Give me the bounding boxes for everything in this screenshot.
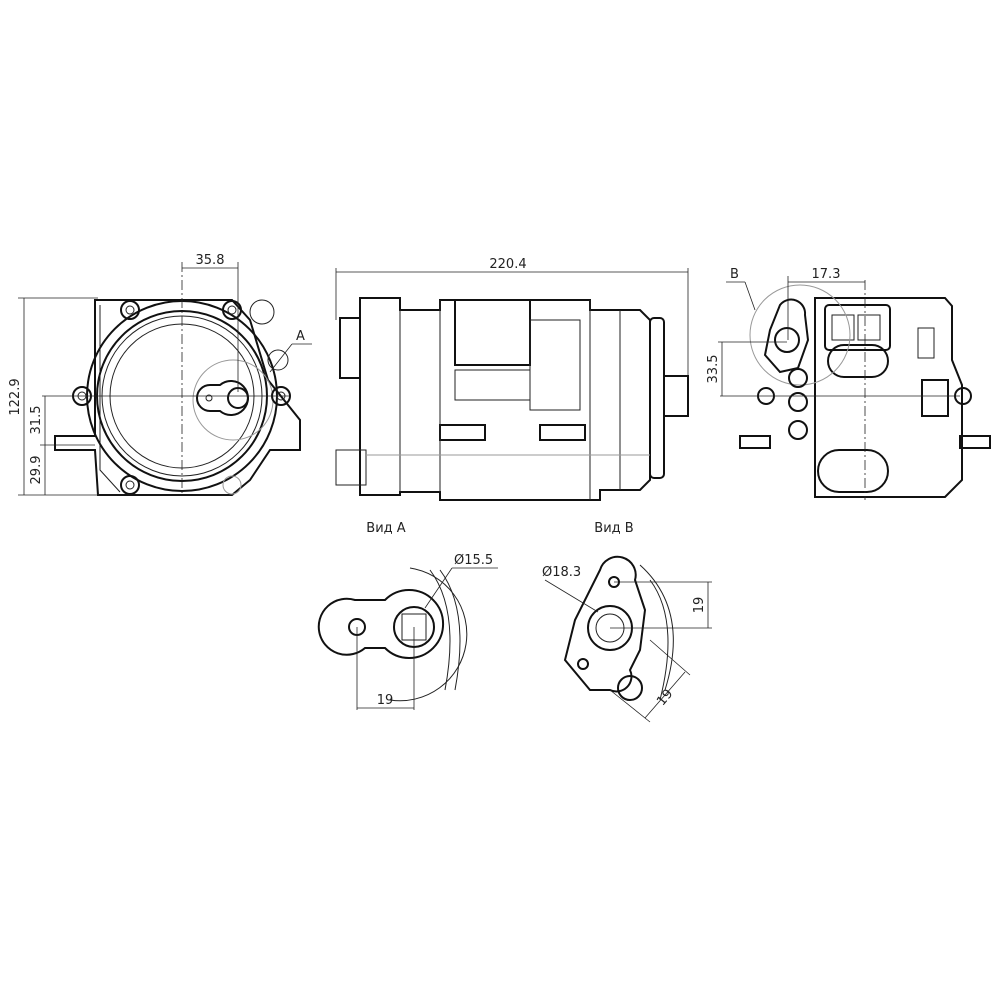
side-left-boss xyxy=(335,449,367,486)
rear-cover-outline xyxy=(814,297,963,498)
front-port xyxy=(196,380,249,416)
dim-line-19-b-diagonal xyxy=(644,671,686,719)
ext-line xyxy=(609,689,651,723)
rear-lower-slot xyxy=(817,449,889,493)
dim-33-5: 33.5 xyxy=(706,355,721,384)
side-foot-right xyxy=(539,424,586,441)
dim-19-b-diagonal: 19 xyxy=(654,687,676,709)
detail-b-bottom-hole xyxy=(577,658,589,670)
dim-35-8: 35.8 xyxy=(196,253,225,268)
side-right-flange xyxy=(649,317,665,479)
rear-connector-pin-left xyxy=(831,314,855,341)
dim-220-4: 220.4 xyxy=(489,257,526,272)
rear-window xyxy=(921,379,949,417)
detail-a-ribs xyxy=(429,569,461,691)
rear-view: 17.3 33.5 B xyxy=(706,267,991,500)
detail-b-ribs xyxy=(639,564,674,701)
front-port-hole xyxy=(205,394,213,402)
view-marker-a: A xyxy=(296,329,305,344)
ext-line xyxy=(649,639,691,676)
dim-19-a: 19 xyxy=(377,693,394,708)
side-mid-section xyxy=(529,319,581,411)
rear-small-connector xyxy=(917,327,935,359)
view-marker-b: B xyxy=(730,267,739,282)
side-body-outline xyxy=(359,297,651,501)
rear-upper-slot xyxy=(827,344,889,378)
front-housing-edge xyxy=(99,305,121,493)
side-view: 220.4 xyxy=(335,257,689,501)
side-motor-block xyxy=(454,299,531,366)
detail-a-boundary xyxy=(389,567,468,702)
detail-a-circle xyxy=(192,359,274,441)
side-foot-left xyxy=(439,424,486,441)
front-view: 35.8 122.9 31.5 29.9 A xyxy=(8,253,312,496)
side-motor-band xyxy=(454,369,531,401)
dim-17-3: 17.3 xyxy=(812,267,841,282)
detail-b-circle xyxy=(749,284,851,386)
side-shaft xyxy=(663,375,689,417)
detail-b-flange xyxy=(563,555,647,693)
front-bolt-holes xyxy=(72,299,291,495)
leader-a xyxy=(269,343,293,373)
detail-b-fitting xyxy=(617,675,643,701)
detail-a-title: Вид А xyxy=(366,521,405,536)
leader-d15-5 xyxy=(424,567,453,609)
dim-19-b-vertical: 19 xyxy=(692,597,707,614)
dim-122-9: 122.9 xyxy=(8,378,23,415)
detail-a-port-outline xyxy=(317,589,444,659)
detail-a: Вид А 19 Ø15.5 xyxy=(317,521,498,710)
rear-feet xyxy=(739,435,991,449)
side-left-cap xyxy=(339,317,361,379)
rear-connector-pin-right xyxy=(857,314,881,341)
dim-d18-3: Ø18.3 xyxy=(542,565,581,580)
rear-port-flange xyxy=(763,298,810,374)
dim-31-5: 31.5 xyxy=(29,406,44,435)
leader-d18-3 xyxy=(544,579,599,613)
dim-29-9: 29.9 xyxy=(29,456,44,485)
rear-port-bore xyxy=(774,327,800,353)
leader-b xyxy=(744,281,756,311)
detail-b: Вид В 19 19 Ø18.3 xyxy=(542,521,712,723)
detail-b-title: Вид В xyxy=(594,521,633,536)
rear-connector-frame xyxy=(824,304,891,351)
dim-d15-5: Ø15.5 xyxy=(454,553,493,568)
